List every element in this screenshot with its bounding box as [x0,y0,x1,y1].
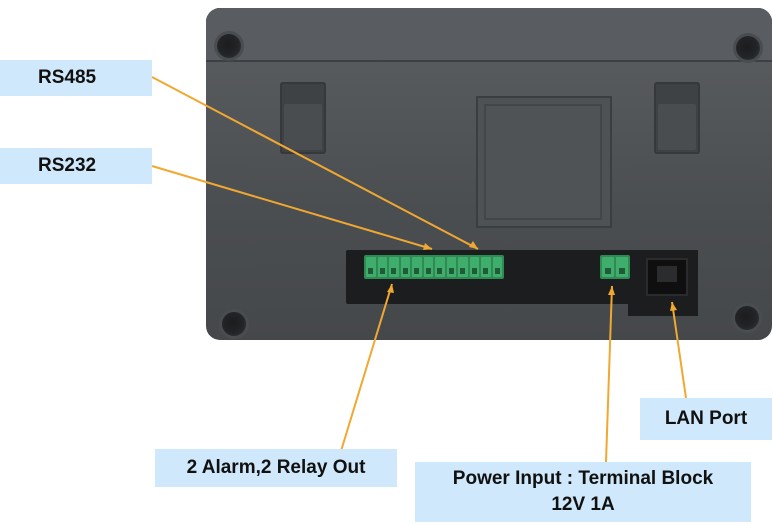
device-top-edge [206,8,772,62]
arrow-power [608,286,615,295]
arrow-rs232 [423,243,432,250]
terminal-io-pin [481,257,491,277]
terminal-io-pin [423,257,433,277]
terminal-io-pin [446,257,456,277]
terminal-io-pin [458,257,468,277]
mount-clip-right [654,82,700,154]
leader-line-rs232 [151,165,433,250]
terminal-power-pin [616,257,628,277]
terminal-io-pin [389,257,399,277]
arrow-alarm-relay [387,284,394,293]
mount-clip-left [280,82,326,154]
arrow-rs485 [469,241,478,249]
callout-rs232: RS232 [0,148,152,184]
leader-line-alarm-relay [340,283,393,452]
leader-line-lan [671,301,687,399]
callout-power-input: Power Input : Terminal Block 12V 1A [415,462,751,522]
terminal-io-pin [492,257,502,277]
callout-rs485: RS485 [0,60,152,96]
terminal-block-io[interactable] [364,255,504,279]
terminal-io-pin [469,257,479,277]
leader-line-rs485 [151,76,479,250]
terminal-io-pin [412,257,422,277]
callout-rs485-text: RS485 [38,67,97,88]
terminal-block-power[interactable] [600,255,630,279]
vent-panel [484,104,602,220]
callout-alarm-relay-text: 2 Alarm,2 Relay Out [186,457,366,478]
screw-top-left [217,34,241,58]
terminal-power-pin [602,257,614,277]
terminal-io-pin [400,257,410,277]
callout-lan-port-text: LAN Port [664,408,748,429]
screw-top-right [736,36,760,60]
screw-bottom-left [222,312,246,336]
callout-lan-port: LAN Port [640,398,772,440]
terminal-io-pin [377,257,387,277]
callout-power-line2: 12V 1A [551,494,615,515]
terminal-io-pin [435,257,445,277]
callout-alarm-relay: 2 Alarm,2 Relay Out [155,449,397,487]
leader-line-power [605,285,613,463]
callout-power-line1: Power Input : Terminal Block [452,468,714,489]
lan-port[interactable] [646,258,688,296]
screw-bottom-right [735,306,759,330]
arrow-lan [670,302,677,311]
terminal-io-pin [366,257,376,277]
callout-rs232-text: RS232 [38,155,97,176]
